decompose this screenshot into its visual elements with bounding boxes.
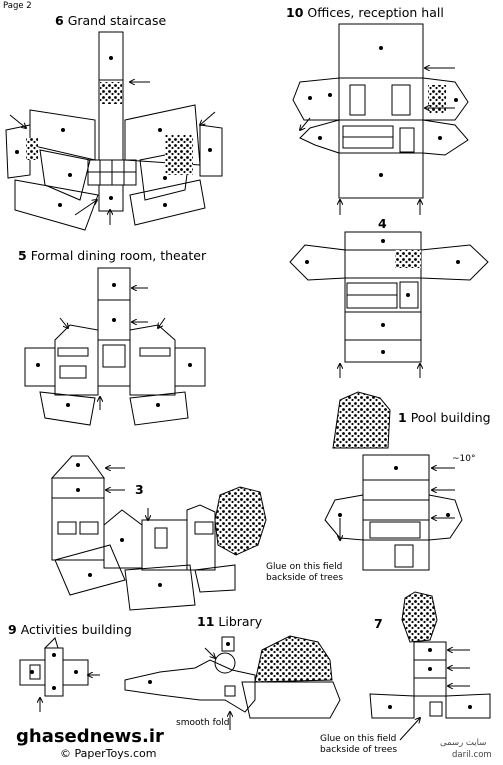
glue-note-7: Glue on this field backside of trees [320,734,397,756]
corner-stamp-line1: سایت رسمی [440,738,487,748]
watermark-site: ghasednews.ir [16,726,164,747]
section-number-11: 11 [197,614,215,629]
building7-template [369,591,491,719]
building3-template [50,455,267,611]
section-label-6: Grand staircase [67,13,167,28]
section-number-4: 4 [378,216,387,231]
offices-template [292,23,469,199]
building4-template [289,231,489,363]
angle-note: ~10° [452,454,476,464]
glue-note-7-line1: Glue on this field [320,734,397,744]
section-number-7: 7 [374,616,383,631]
section-label-11: Library [218,614,263,629]
staircase-template [5,31,223,231]
smooth-fold-note: smooth fold [176,718,230,728]
pool-building-template [324,391,463,571]
section-title-3: 3 [135,482,144,497]
section-title-1: 1 Pool building [398,410,491,425]
section-label-5: Formal dining room, theater [30,248,207,263]
section-number-10: 10 [286,5,304,20]
section-label-1: Pool building [410,410,491,425]
section-number-5: 5 [18,248,27,263]
section-number-1: 1 [398,410,407,425]
section-title-6: 6 Grand staircase [55,13,166,28]
section-title-5: 5 Formal dining room, theater [18,248,206,263]
section-title-9: 9 Activities building [8,622,132,637]
dining-template [24,267,206,426]
corner-stamp-line2: daril.com [452,750,492,760]
section-number-6: 6 [55,13,64,28]
assembly-arrows [9,68,470,741]
section-label-9: Activities building [20,622,132,637]
glue-dots [15,46,472,709]
section-title-10: 10 Offices, reception hall [286,5,444,20]
section-title-7: 7 [374,616,383,631]
glue-note-pool-line2: backside of trees [266,573,344,583]
page-label: Page 2 [3,1,32,11]
section-title-11: 11 Library [197,614,262,629]
section-number-3: 3 [135,482,144,497]
glue-note-7-line2: backside of trees [320,745,398,755]
glue-note-pool: Glue on this field backside of trees [266,562,343,584]
copyright-text: © PaperToys.com [60,747,157,760]
glue-note-pool-line1: Glue on this field [266,562,343,572]
section-label-10: Offices, reception hall [307,5,444,20]
library-template [124,635,341,719]
section-title-4: 4 [378,216,387,231]
section-number-9: 9 [8,622,17,637]
